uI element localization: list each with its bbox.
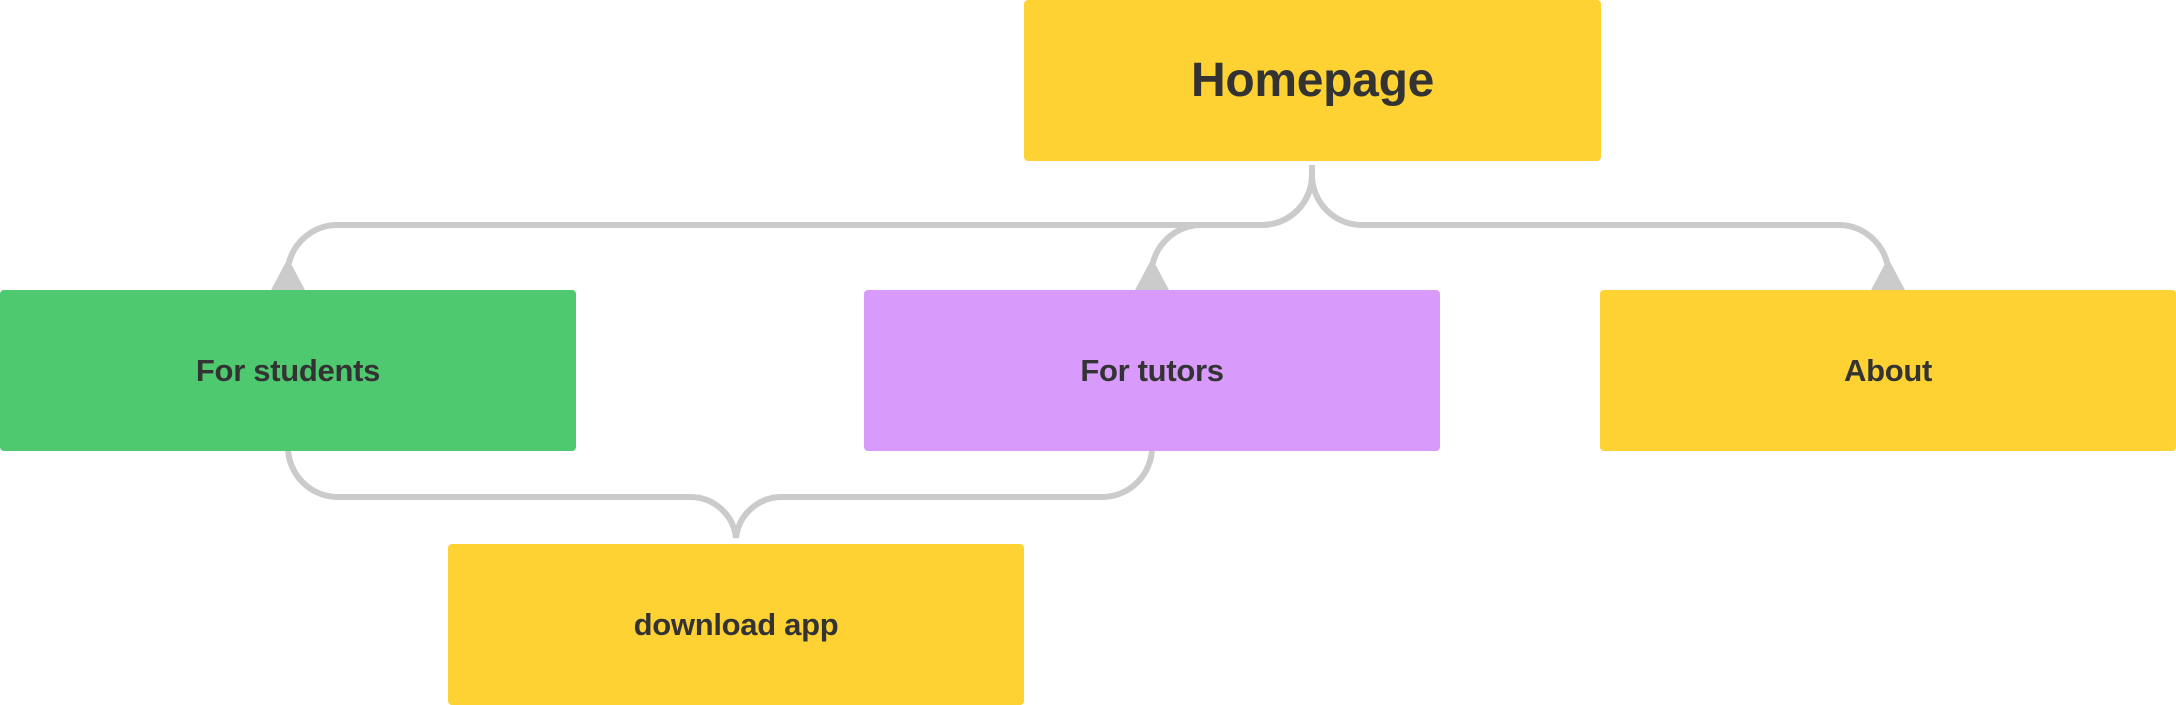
node-for-tutors-label: For tutors xyxy=(1080,352,1224,388)
node-for-tutors[interactable]: For tutors xyxy=(864,290,1440,451)
edge-homepage-tutors xyxy=(1149,165,1315,290)
arrow-head-about xyxy=(1871,258,1905,290)
edge-students-download xyxy=(285,446,739,539)
node-about-label: About xyxy=(1843,352,1933,388)
node-for-students[interactable]: For students xyxy=(0,290,576,451)
arrow-head-students xyxy=(271,258,305,290)
arrow-head-tutors xyxy=(1135,258,1169,290)
node-homepage-label: Homepage xyxy=(1191,54,1434,107)
node-download-app-label: download app xyxy=(633,606,839,642)
node-homepage[interactable]: Homepage xyxy=(1024,0,1601,161)
node-download-app[interactable]: download app xyxy=(448,544,1024,705)
node-for-students-label: For students xyxy=(195,352,381,388)
edge-tutors-download xyxy=(733,446,1155,539)
node-about[interactable]: About xyxy=(1600,290,2176,451)
edge-homepage-about xyxy=(1309,165,1891,290)
